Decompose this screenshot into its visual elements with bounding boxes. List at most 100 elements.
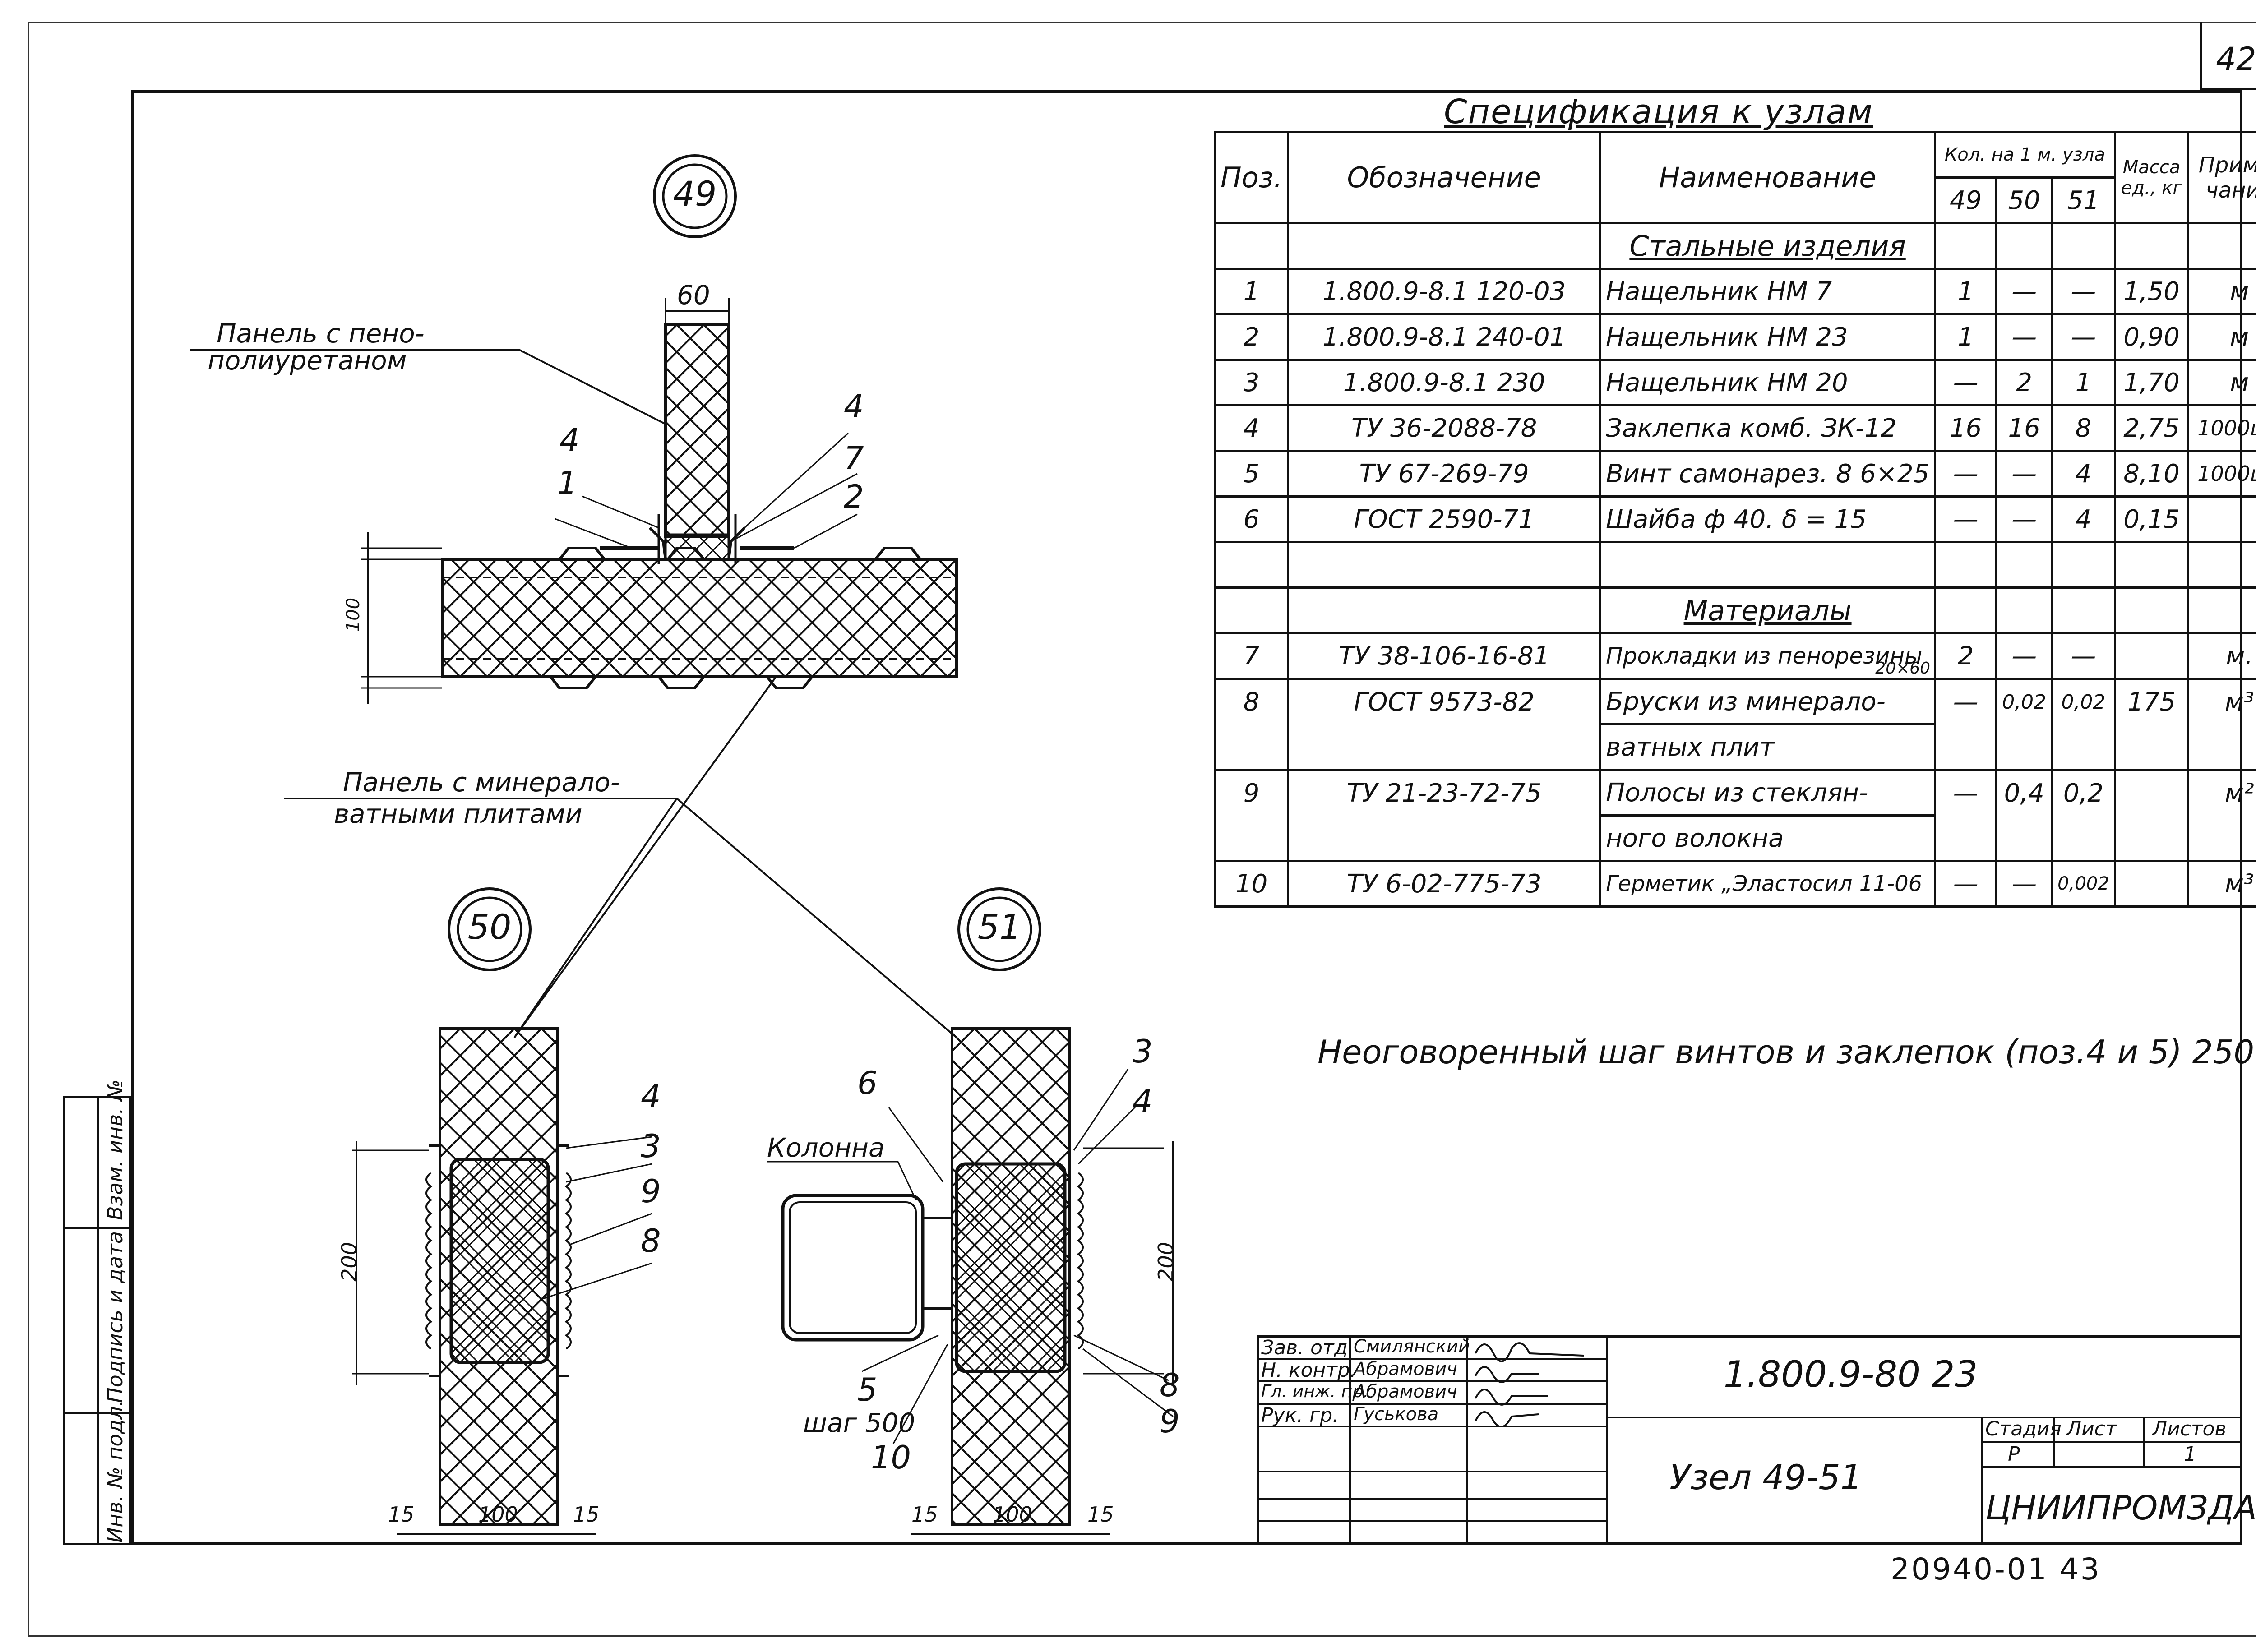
margin-stamp-divider	[97, 1096, 99, 1545]
cell-q50: —	[1995, 268, 2053, 315]
page-number-box	[2200, 22, 2256, 90]
table-row: 5 ТУ 67-269-79 Винт самонарез. 8 6×25 — …	[1213, 450, 2256, 498]
table-row: 8 ГОСТ 9573-82 Бруски из минерало- — 0,0…	[1213, 678, 2256, 725]
cell-q50: 16	[1995, 404, 2053, 452]
cell-q49: —	[1934, 860, 1998, 908]
cell-name: Шайба ф 40. δ = 15	[1599, 495, 1937, 543]
cell-name: Винт самонарез. 8 6×25	[1599, 450, 1937, 498]
tb-row-5	[1257, 1471, 1606, 1472]
tb-div-1	[1349, 1335, 1351, 1545]
section-materials-row: Материалы	[1213, 586, 2256, 634]
cell-name-cont: ватных плит	[1599, 723, 1937, 771]
margin-stamp-line-1	[63, 1227, 131, 1229]
cell-name: Заклепка комб. ЗК-12	[1599, 404, 1937, 452]
cell-name: Герметик „Эластосил 11-06	[1599, 860, 1937, 908]
cell-q51: —	[2051, 313, 2116, 361]
hdr-name: Наименование	[1599, 131, 1937, 224]
cell-q51: —	[2051, 632, 2116, 680]
cell-mass: 175	[2113, 678, 2190, 724]
cell-des: ТУ 38-106-16-81	[1287, 632, 1602, 680]
callout-51-4: 4	[1133, 1083, 1153, 1120]
node-50-label: 50	[467, 907, 512, 947]
table-row: 3 1.800.9-8.1 230 Нащельник НМ 20 — 2 1 …	[1213, 359, 2256, 406]
node-49-drawing	[190, 298, 958, 1038]
cell-q51: 0,02	[2051, 678, 2116, 724]
tb-row-6	[1257, 1498, 1606, 1500]
note-text: Неоговоренный шаг винтов и заклепок (поз…	[1318, 1033, 2256, 1071]
callout-49-4b: 4	[844, 388, 864, 425]
cell-pos: 10	[1213, 860, 1290, 908]
tb-row-stage-2	[1981, 1466, 2242, 1468]
table-row-cont: ного волокна	[1213, 814, 2256, 862]
tb-role-1: Зав. отд.	[1261, 1336, 1355, 1359]
cell-des: ГОСТ 2590-71	[1287, 495, 1602, 543]
cell-pos: 2	[1213, 313, 1290, 361]
dim-100-b: 100	[993, 1502, 1032, 1527]
dim-15-d: 15	[1087, 1502, 1114, 1527]
tb-title: Узел 49-51	[1669, 1457, 1863, 1497]
cell-q49: 16	[1934, 404, 1998, 452]
tb-role-3: Гл. инж. пр.	[1261, 1381, 1369, 1401]
node-drawings	[190, 154, 1174, 1535]
tb-name-4: Гуськова	[1354, 1404, 1439, 1425]
cell-des: ТУ 36-2088-78	[1287, 404, 1602, 452]
stamp-signature-date: Подпись и дата	[103, 1231, 127, 1403]
mineral-leader-3	[513, 798, 678, 1038]
cell-name-cont: ного волокна	[1599, 814, 1937, 862]
cell-q50: 2	[1995, 359, 2053, 406]
cell-q51: —	[2051, 268, 2116, 315]
table-row: 6 ГОСТ 2590-71 Шайба ф 40. δ = 15 — — 4 …	[1213, 495, 2256, 543]
cell-name: Нащельник НМ 7	[1599, 268, 1937, 315]
cell-q49: —	[1934, 359, 1998, 406]
cell-mass	[2113, 860, 2190, 908]
cell-q50: 0,4	[1995, 769, 2053, 816]
cell-q49: —	[1934, 450, 1998, 498]
label-column: Колонна	[767, 1132, 885, 1163]
cell-q49: —	[1934, 678, 1998, 724]
margin-stamp-line-2	[63, 1412, 131, 1414]
tb-stage: Р	[2008, 1443, 2020, 1466]
cell-q50: —	[1995, 313, 2053, 361]
dim-200-a: 200	[337, 1242, 361, 1282]
cell-note: м³	[2187, 860, 2256, 908]
cell-note: м.	[2187, 632, 2256, 680]
footer-number: 20940-01 43	[1891, 1552, 2101, 1587]
dim-60: 60	[677, 280, 710, 310]
dim-200-b: 200	[1153, 1242, 1178, 1282]
callout-50-8: 8	[641, 1223, 661, 1260]
tb-row-2	[1257, 1380, 1606, 1382]
title-block	[1257, 1335, 2242, 1545]
tb-name-3: Абрамович	[1354, 1381, 1457, 1402]
hdr-qty-50: 50	[1995, 176, 2053, 224]
section-materials: Материалы	[1683, 594, 1852, 627]
cell-des: 1.800.9-8.1 240-01	[1287, 313, 1602, 361]
cell-note: м	[2187, 359, 2256, 406]
cell-name-size: 20×60	[1875, 659, 1931, 678]
cell-note	[2187, 495, 2256, 543]
cell-q49: —	[1934, 769, 1998, 816]
dim-100-a: 100	[478, 1502, 518, 1527]
stamp-vzam-inv: Взам. инв. №	[103, 1079, 127, 1220]
cell-mass: 0,15	[2113, 495, 2190, 543]
dim-15-c: 15	[911, 1502, 938, 1527]
cell-name: Нащельник НМ 20	[1599, 359, 1937, 406]
callout-50-3: 3	[641, 1128, 661, 1165]
section-steel-row: Стальные изделия	[1213, 222, 2256, 270]
cell-des: ТУ 67-269-79	[1287, 450, 1602, 498]
label-panel-mineral: Панель с минерало-	[343, 767, 620, 798]
cell-mass: 2,75	[2113, 404, 2190, 452]
label-panel-mineral-2: ватными плитами	[334, 798, 582, 829]
cell-q49: 1	[1934, 313, 1998, 361]
node-50-marker	[448, 887, 532, 971]
cell-pos: 1	[1213, 268, 1290, 315]
cell-q51: 4	[2051, 450, 2116, 498]
callout-51-9: 9	[1160, 1403, 1180, 1440]
label-panel-foam: Панель с пено-	[217, 318, 425, 349]
table-row: 2 1.800.9-8.1 240-01 Нащельник НМ 23 1 —…	[1213, 313, 2256, 361]
cell-q49: 1	[1934, 268, 1998, 315]
cell-pos: 8	[1213, 678, 1290, 724]
tb-role-4: Рук. гр.	[1261, 1404, 1339, 1427]
empty-row	[1213, 541, 2256, 589]
cell-q50: 0,02	[1995, 678, 2053, 724]
hdr-mass: Масса ед., кг	[2113, 131, 2190, 224]
